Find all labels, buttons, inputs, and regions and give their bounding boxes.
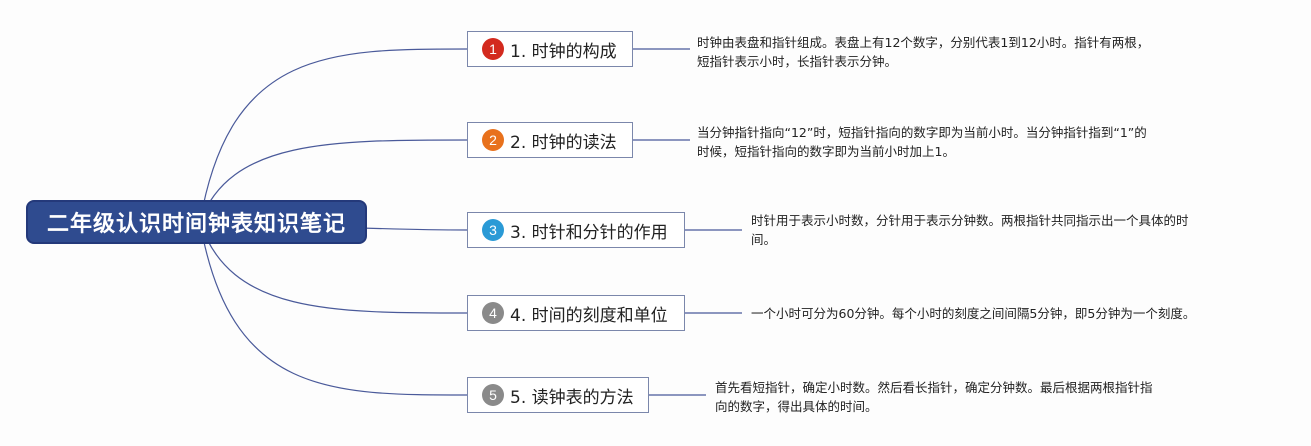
note-line: 间。 [751, 232, 777, 247]
note-line: 时钟由表盘和指针组成。表盘上有12个数字，分别代表1到12小时。指针有两根， [697, 35, 1150, 50]
branch-connector [199, 48, 468, 223]
branch-note-3: 时针用于表示小时数，分针用于表示分钟数。两根指针共同指示出一个具体的时 间。 [751, 211, 1189, 249]
branch-label: 3. 时针和分针的作用 [510, 222, 668, 243]
branch-note-5: 首先看短指针，确定小时数。然后看长指针，确定分钟数。最后根据两根指针指 向的数字… [715, 378, 1153, 416]
branch-label: 4. 时间的刻度和单位 [510, 305, 668, 326]
branch-note-4: 一个小时可分为60分钟。每个小时的刻度之间间隔5分钟，即5分钟为一个刻度。 [751, 304, 1195, 323]
branch-connector [199, 221, 468, 314]
number-3-icon: 3 [482, 219, 504, 241]
note-line: 一个小时可分为60分钟。每个小时的刻度之间间隔5分钟，即5分钟为一个刻度。 [751, 306, 1196, 321]
note-line: 时候，短指针指向的数字即为当前小时加上1。 [697, 144, 955, 159]
branch-topic-1[interactable]: 1 1. 时钟的构成 [467, 31, 633, 67]
branch-label: 2. 时钟的读法 [510, 132, 617, 153]
branch-connector [199, 139, 468, 223]
note-line: 向的数字，得出具体的时间。 [715, 399, 878, 414]
branch-topic-5[interactable]: 5 5. 读钟表的方法 [467, 377, 649, 413]
branch-connector [199, 221, 468, 396]
branch-note-1: 时钟由表盘和指针组成。表盘上有12个数字，分别代表1到12小时。指针有两根， 短… [697, 33, 1149, 71]
note-line: 短指针表示小时，长指针表示分钟。 [697, 54, 898, 69]
branch-topic-3[interactable]: 3 3. 时针和分针的作用 [467, 212, 685, 248]
branch-note-2: 当分钟指针指向“12”时，短指针指向的数字即为当前小时。当分钟指针指到“1”的 … [697, 123, 1147, 161]
branch-label: 1. 时钟的构成 [510, 41, 617, 62]
number-4-icon: 4 [482, 302, 504, 324]
root-title: 二年级认识时间钟表知识笔记 [46, 212, 346, 237]
note-line: 当分钟指针指向“12”时，短指针指向的数字即为当前小时。当分钟指针指到“1”的 [697, 125, 1147, 140]
number-2-icon: 2 [482, 129, 504, 151]
branch-label: 5. 读钟表的方法 [510, 387, 634, 408]
number-1-icon: 1 [482, 38, 504, 60]
root-topic[interactable]: 二年级认识时间钟表知识笔记 [26, 200, 367, 244]
branch-topic-2[interactable]: 2 2. 时钟的读法 [467, 122, 633, 158]
number-5-icon: 5 [482, 384, 504, 406]
branch-topic-4[interactable]: 4 4. 时间的刻度和单位 [467, 295, 685, 331]
note-line: 时针用于表示小时数，分针用于表示分钟数。两根指针共同指示出一个具体的时 [751, 213, 1189, 228]
note-line: 首先看短指针，确定小时数。然后看长指针，确定分钟数。最后根据两根指针指 [715, 380, 1153, 395]
